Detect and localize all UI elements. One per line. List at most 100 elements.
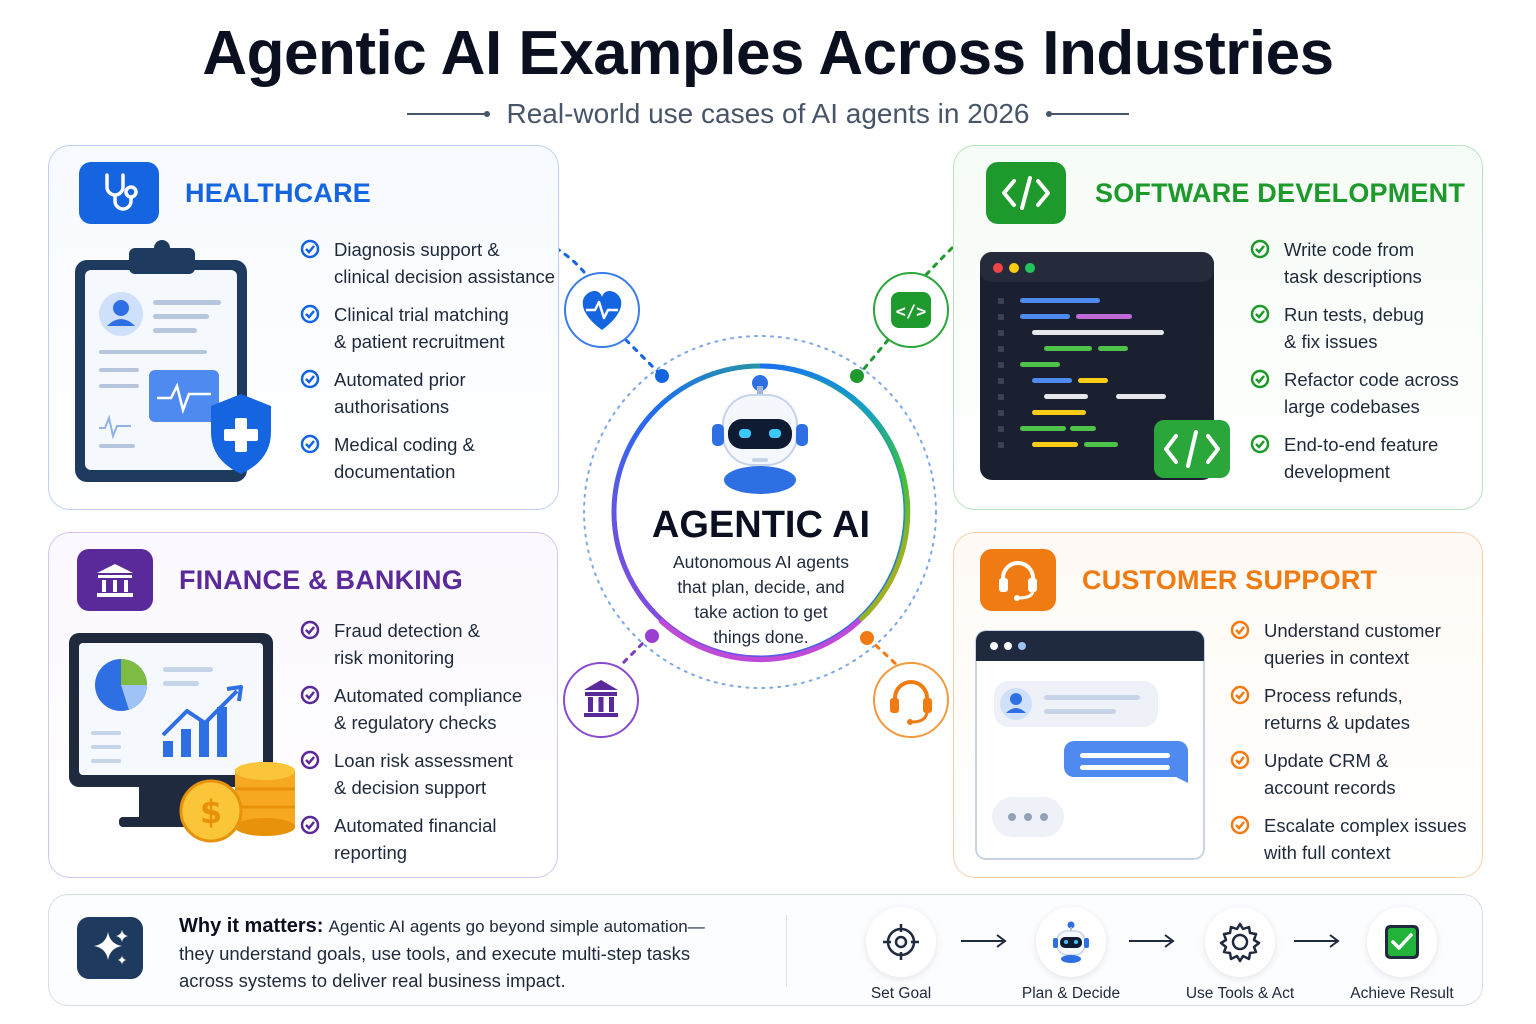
- checkbox-icon: [1367, 907, 1437, 977]
- list-item-line: Understand customer: [1264, 620, 1441, 641]
- center-title: AGENTIC AI: [651, 504, 871, 546]
- subtitle-row: Real-world use cases of AI agents in 202…: [0, 98, 1536, 130]
- list-item-text: End-to-end feature development: [1284, 431, 1438, 485]
- list-item-line: documentation: [334, 461, 456, 482]
- list-item-line: End-to-end feature: [1284, 434, 1439, 455]
- step-label: Use Tools & Act: [1185, 985, 1295, 1002]
- target-icon: [866, 907, 936, 977]
- step-plan-decide: Plan & Decide: [996, 907, 1146, 1003]
- software-title: SOFTWARE DEVELOPMENT: [1095, 178, 1466, 208]
- center-description: Autonomous AI agents that plan, decide, …: [620, 550, 902, 650]
- list-item-line: Update CRM &: [1264, 750, 1389, 771]
- main-ring-bottom: [658, 618, 862, 663]
- robot-icon: [1036, 907, 1106, 977]
- check-circle-icon: [300, 750, 320, 770]
- code-editor-illustration: [980, 252, 1230, 480]
- list-item-line: Automated prior: [334, 369, 466, 390]
- finance-title: FINANCE & BANKING: [179, 565, 463, 595]
- healthcare-list: Diagnosis support & clinical decision ass…: [300, 236, 555, 496]
- check-circle-icon: [300, 815, 320, 835]
- list-item-text: Loan risk assessment& decision support: [334, 747, 513, 801]
- list-item-line: authorisations: [334, 396, 450, 417]
- connector-software: [856, 246, 954, 378]
- healthcare-title: HEALTHCARE: [185, 178, 371, 208]
- center-description-line: that plan, decide, and: [677, 577, 845, 597]
- sparkle-icon: [77, 917, 143, 979]
- finance-card: FINANCE & BANKING $ Fraud detection &ris…: [48, 532, 558, 878]
- arrow-right-icon: [1294, 934, 1340, 948]
- check-circle-icon: [300, 304, 320, 324]
- list-item-line: Refactor code across: [1284, 369, 1459, 390]
- connector-healthcare: [554, 246, 664, 378]
- connector-finance: [620, 634, 652, 666]
- list-item-line: Diagnosis support &: [334, 239, 500, 260]
- page-subtitle: Real-world use cases of AI agents in 202…: [506, 98, 1030, 129]
- list-item: Fraud detection &risk monitoring: [300, 617, 522, 671]
- subtitle-line-right: [1046, 111, 1130, 117]
- why-line-2: they understand goals, use tools, and ex…: [179, 943, 691, 964]
- main-ring-right: [759, 363, 911, 622]
- list-item-line: Automated compliance: [334, 685, 523, 706]
- gear-icon: [1205, 907, 1275, 977]
- finance-list: Fraud detection &risk monitoring Automat…: [300, 617, 522, 877]
- why-line: Why it matters: Agentic AI agents go bey…: [179, 912, 759, 940]
- list-item-line: Escalate complex issues: [1264, 815, 1467, 836]
- check-circle-icon: [1230, 685, 1250, 705]
- list-item-line: risk monitoring: [334, 647, 455, 668]
- list-item-text: Update CRM & account records: [1264, 747, 1396, 801]
- svg-text:$: $: [200, 793, 222, 831]
- divider: [786, 915, 787, 987]
- list-item: Loan risk assessment& decision support: [300, 747, 522, 801]
- center-description-line: take action to get: [694, 602, 828, 622]
- why-text: Why it matters: Agentic AI agents go bey…: [179, 912, 759, 994]
- node-dot-software: [850, 369, 864, 383]
- check-circle-icon: [300, 620, 320, 640]
- check-circle-icon: [300, 685, 320, 705]
- connector-support: [866, 636, 900, 668]
- list-item-text: Automated prior authorisations: [334, 366, 466, 420]
- node-dot-finance: [645, 629, 659, 643]
- list-item-text: Diagnosis support & clinical decision ass…: [334, 236, 555, 290]
- svg-text:</>: </>: [896, 302, 927, 322]
- list-item-line: Process refunds,: [1264, 685, 1403, 706]
- list-item-line: account records: [1264, 777, 1396, 798]
- list-item-text: Process refunds,returns & updates: [1264, 682, 1410, 736]
- list-item: Automated prior authorisations: [300, 366, 555, 420]
- step-label: Plan & Decide: [1021, 985, 1121, 1002]
- list-item-text: Medical coding & documentation: [334, 431, 475, 485]
- headset-node-icon: [873, 662, 949, 738]
- list-item: Process refunds,returns & updates: [1230, 682, 1467, 736]
- page-title: Agentic AI Examples Across Industries: [202, 19, 1334, 88]
- check-circle-icon: [1250, 369, 1270, 389]
- list-item-line: & decision support: [334, 777, 487, 798]
- code-node-icon: </>: [873, 272, 949, 348]
- robot-icon: [712, 375, 808, 494]
- why-line-3: across systems to deliver real business …: [179, 970, 566, 991]
- list-item-text: Clinical trial matching & patient recruit…: [334, 301, 509, 355]
- list-item: Medical coding & documentation: [300, 431, 555, 485]
- check-circle-icon: [1250, 434, 1270, 454]
- list-item-line: clinical decision assistance: [334, 266, 556, 287]
- list-item-line: & patient recruitment: [334, 331, 505, 352]
- list-item-line: Medical coding &: [334, 434, 475, 455]
- support-title: CUSTOMER SUPPORT: [1082, 565, 1378, 595]
- list-item-line: development: [1284, 461, 1390, 482]
- healthcare-card: HEALTHCARE Diagnosis support & clinical d…: [48, 145, 559, 510]
- outer-dotted-ring: [583, 335, 937, 689]
- heart-pulse-icon: [564, 272, 640, 348]
- monitor-illustration: $: [69, 633, 295, 843]
- check-circle-icon: [300, 239, 320, 259]
- list-item: Run tests, debug& fix issues: [1250, 301, 1459, 355]
- list-item: Diagnosis support & clinical decision ass…: [300, 236, 555, 290]
- list-item-line: Clinical trial matching: [334, 304, 509, 325]
